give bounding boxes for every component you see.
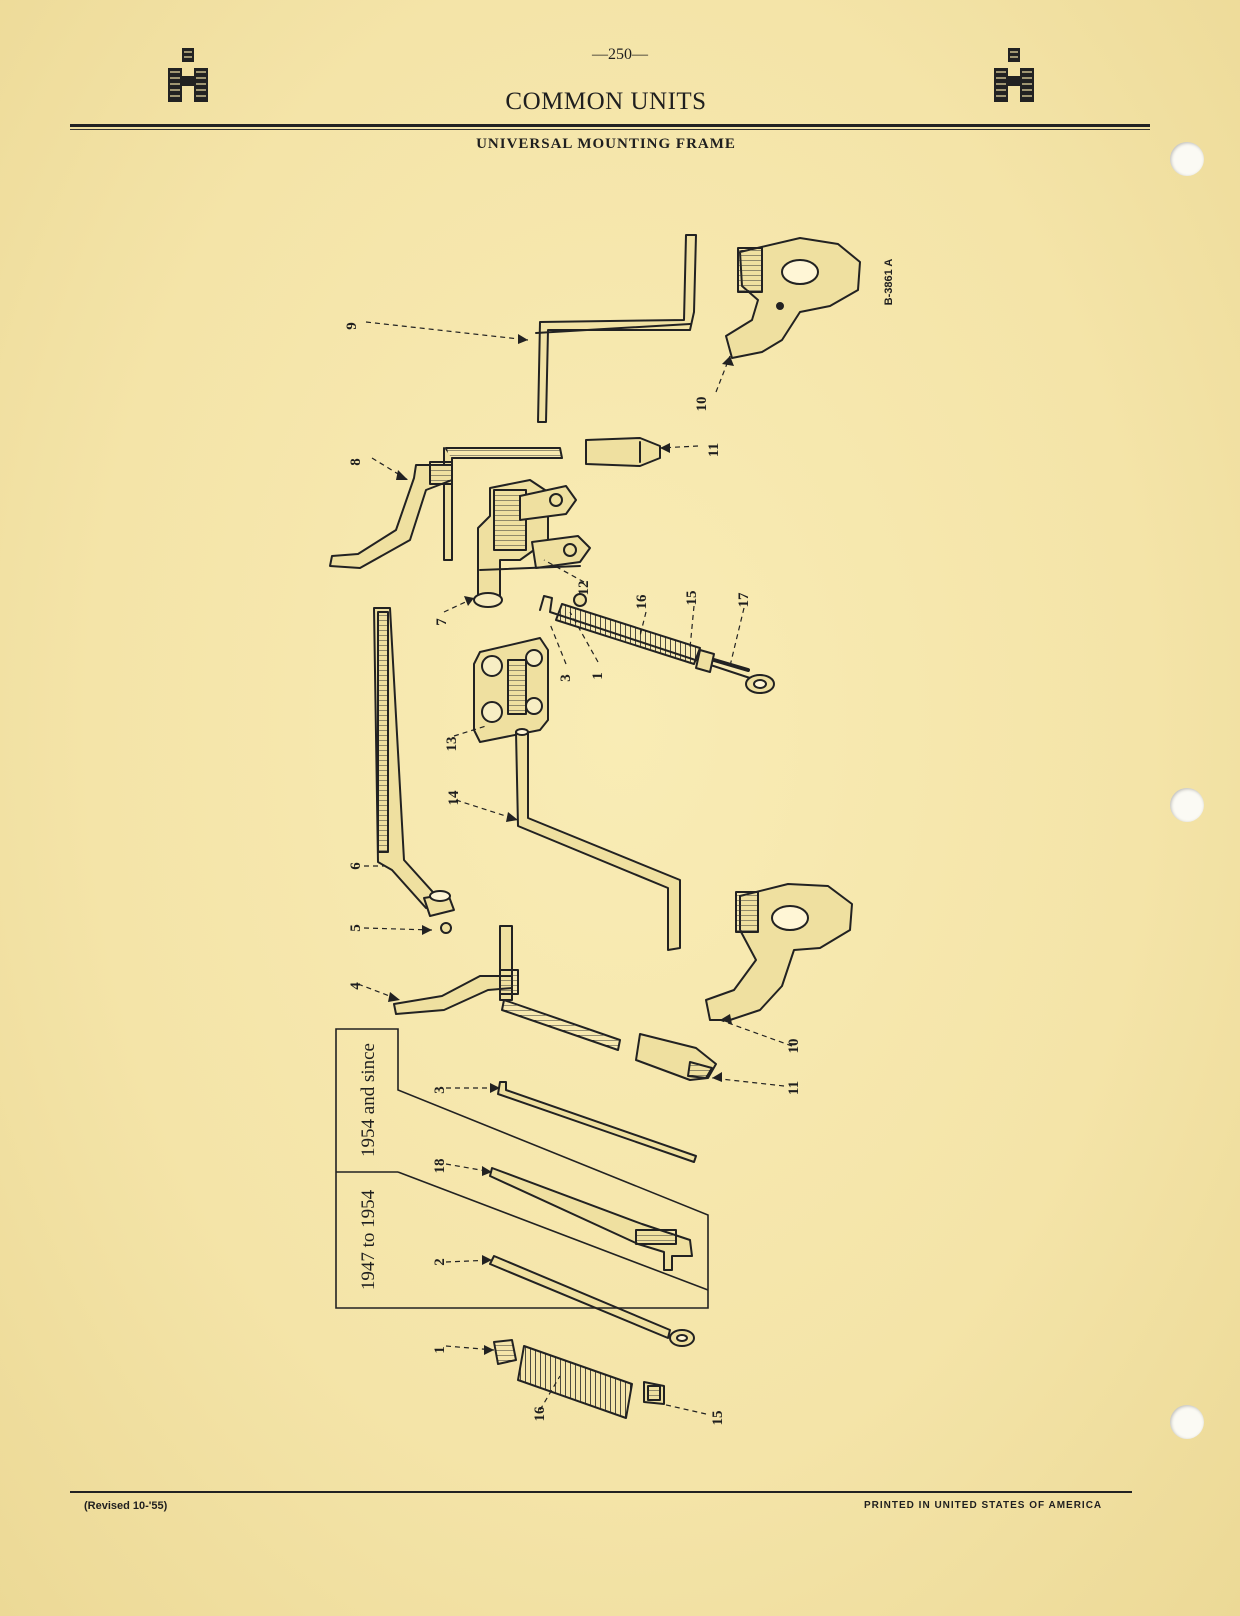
- callout-9: 9: [344, 322, 360, 330]
- callout-2: 2: [432, 1258, 448, 1266]
- year-boxes: [335, 1028, 709, 1309]
- callout-10-top: 10: [694, 397, 710, 412]
- binder-hole-bottom: [1170, 1405, 1204, 1439]
- callout-15-top: 15: [684, 591, 700, 606]
- callout-1-top: 1: [590, 672, 606, 680]
- page-number: —250—: [592, 46, 648, 63]
- callout-16-lower: 16: [532, 1406, 548, 1422]
- callout-3-top: 3: [558, 674, 574, 682]
- part-spring-lower: [493, 1339, 665, 1419]
- callout-1-lower: 1: [432, 1346, 448, 1354]
- callout-5: 5: [348, 924, 364, 932]
- part-11-clevis-top: [585, 437, 661, 467]
- printed-note: PRINTED IN UNITED STATES OF AMERICA: [864, 1500, 1103, 1511]
- callout-labels: 9 10 11 8 12 7 16 15 17 3 1 13 14 6 5 4 …: [344, 322, 802, 1425]
- callout-6: 6: [348, 862, 364, 870]
- part-4-lever: [393, 925, 621, 1051]
- footer-rule: [70, 1491, 1132, 1493]
- header-rule-thick: [70, 124, 1150, 127]
- header-rule-thin: [70, 129, 1150, 130]
- callout-14: 14: [446, 790, 462, 806]
- binder-hole-middle: [1170, 788, 1204, 822]
- part-9-crank-rod: [535, 234, 697, 423]
- part-5-collar: [423, 890, 455, 934]
- callout-7: 7: [434, 618, 450, 626]
- part-18-rod: [489, 1167, 693, 1271]
- year-label-1947-to-1954: 1947 to 1954: [358, 1189, 379, 1290]
- part-14-crank-rod: [515, 728, 681, 951]
- part-spring-rod-top: [539, 593, 775, 694]
- callout-4: 4: [348, 982, 364, 990]
- year-label-1954-and-since: 1954 and since: [358, 1043, 379, 1157]
- figure-id: B-3861 A: [883, 259, 895, 306]
- page-title: COMMON UNITS: [505, 88, 707, 115]
- callout-8: 8: [348, 458, 364, 466]
- part-10-bracket-top: [725, 237, 861, 359]
- binder-hole-top: [1170, 142, 1204, 176]
- part-10-bracket-lower: [705, 883, 853, 1021]
- callout-15-lower: 15: [710, 1411, 726, 1426]
- callout-12: 12: [576, 581, 592, 596]
- ih-logo-left: [168, 48, 208, 102]
- part-2-eye-rod: [489, 1255, 695, 1347]
- part-8-lever: [329, 447, 563, 569]
- callout-13: 13: [444, 737, 460, 752]
- part-12-clamp: [479, 535, 591, 571]
- part-13-clamp: [473, 637, 549, 743]
- section-title: UNIVERSAL MOUNTING FRAME: [476, 136, 736, 152]
- part-7-casting: [473, 479, 577, 608]
- callout-10-lower: 10: [786, 1039, 802, 1054]
- callout-17: 17: [736, 592, 752, 608]
- callout-11-top: 11: [706, 443, 722, 457]
- callout-16-top: 16: [634, 594, 650, 610]
- ih-logo-right: [994, 48, 1034, 102]
- revision-note: (Revised 10-'55): [84, 1500, 168, 1512]
- callout-11-lower: 11: [786, 1081, 802, 1095]
- callout-18: 18: [432, 1159, 448, 1174]
- part-11-clevis-lower: [635, 1033, 717, 1081]
- callout-3-lower: 3: [432, 1086, 448, 1094]
- part-3-rod: [497, 1081, 697, 1163]
- part-6-long-bar: [373, 607, 441, 909]
